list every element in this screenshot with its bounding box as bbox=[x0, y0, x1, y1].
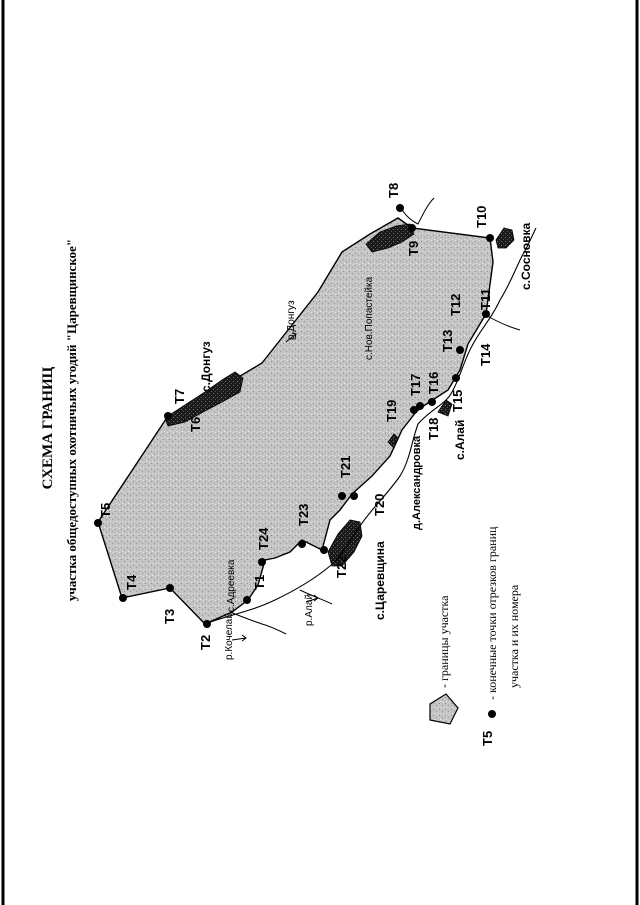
boundary-points bbox=[94, 204, 494, 628]
arrow-icon bbox=[305, 594, 319, 603]
river-labels: р.Донгуз р.Кочелай р.Алай bbox=[224, 300, 315, 660]
point-label-t22: T22 bbox=[334, 556, 349, 578]
settlement-label-dongus: с.Донгуз bbox=[199, 341, 213, 392]
point-labels: T1 T2 T3 T4 T5 T6 T7 T8 T9 T10 T11 T12 T… bbox=[98, 183, 493, 650]
settlement-alay-area bbox=[437, 399, 453, 417]
river-label-dongus: р.Донгуз bbox=[286, 300, 297, 340]
river-line bbox=[204, 227, 537, 625]
legend-polygon-icon bbox=[429, 693, 459, 725]
point-label-t7: T7 bbox=[172, 389, 187, 404]
river-line-5 bbox=[483, 313, 521, 331]
point-marker bbox=[486, 234, 494, 242]
legend: - границы участка T5 - конечные точки от… bbox=[429, 526, 521, 746]
point-marker bbox=[456, 346, 464, 354]
point-marker bbox=[258, 558, 266, 566]
settlement-nov-popasteyka-area bbox=[365, 223, 415, 253]
point-label-t13: T13 bbox=[440, 330, 455, 352]
point-marker bbox=[320, 546, 328, 554]
point-marker bbox=[410, 406, 418, 414]
point-label-t16: T16 bbox=[426, 372, 441, 394]
settlement-misc-area bbox=[387, 433, 399, 449]
point-marker bbox=[166, 584, 174, 592]
point-label-t18: T18 bbox=[426, 418, 441, 440]
arrow-icon bbox=[231, 634, 247, 642]
river-label-kochelay: р.Кочелай bbox=[224, 613, 235, 660]
point-label-t21: T21 bbox=[338, 456, 353, 478]
settlement-label-aleksandrovka: д.Александровка bbox=[411, 435, 423, 530]
legend-boundary-text: - границы участка bbox=[437, 595, 451, 688]
settlement-labels: с.Донгуз с.Нов.Попастейка с.Сосновка с.А… bbox=[199, 223, 533, 620]
point-label-t11: T11 bbox=[478, 288, 493, 310]
settlement-label-nov-popasteyka: с.Нов.Попастейка bbox=[364, 276, 375, 360]
point-marker bbox=[452, 374, 460, 382]
point-label-t1: T1 bbox=[252, 575, 267, 590]
point-label-t17: T17 bbox=[408, 374, 423, 396]
point-marker bbox=[428, 398, 436, 406]
point-marker bbox=[350, 492, 358, 500]
territory-polygon bbox=[97, 217, 494, 625]
point-marker bbox=[482, 310, 490, 318]
legend-points-text-2: участка и их номера bbox=[507, 584, 521, 688]
point-marker bbox=[408, 224, 416, 232]
settlement-label-adreevka: с.Адреевка bbox=[226, 559, 237, 612]
arrow-icon bbox=[285, 332, 297, 343]
river-line-2 bbox=[399, 197, 435, 225]
point-label-t6: T6 bbox=[188, 417, 203, 432]
map-subtitle: участка общедоступных охотничьих угодий … bbox=[64, 239, 79, 601]
point-label-t2: T2 bbox=[198, 635, 213, 650]
point-marker bbox=[119, 594, 127, 602]
legend-points-text-1: - конечные точки отрезков границ bbox=[485, 526, 499, 700]
point-label-t20: T20 bbox=[372, 494, 387, 516]
point-label-t10: T10 bbox=[474, 206, 489, 228]
settlement-tsarevshchina-area bbox=[327, 519, 363, 567]
point-marker bbox=[164, 412, 172, 420]
map-title: СХЕМА ГРАНИЦ bbox=[40, 366, 56, 489]
point-label-t5: T5 bbox=[98, 503, 113, 518]
point-marker bbox=[338, 492, 346, 500]
point-label-t4: T4 bbox=[124, 574, 139, 590]
point-label-t15: T15 bbox=[450, 390, 465, 412]
point-label-t3: T3 bbox=[162, 609, 177, 624]
river-label-alay: р.Алай bbox=[304, 594, 315, 626]
point-label-t24: T24 bbox=[256, 527, 271, 550]
point-label-t19: T19 bbox=[384, 400, 399, 422]
point-label-t14: T14 bbox=[478, 343, 493, 366]
settlement-label-alay: с.Алай bbox=[453, 420, 467, 460]
point-marker bbox=[298, 540, 306, 548]
point-label-t9: T9 bbox=[406, 241, 421, 256]
settlement-sosnovka-area bbox=[495, 227, 515, 249]
point-marker bbox=[396, 204, 404, 212]
point-marker bbox=[94, 519, 102, 527]
river-line-3 bbox=[229, 611, 287, 635]
point-label-t23: T23 bbox=[296, 504, 311, 526]
settlement-dongus-area bbox=[164, 371, 244, 427]
legend-sample-point: T5 bbox=[480, 731, 495, 746]
legend-point-icon bbox=[488, 710, 496, 718]
point-label-t12: T12 bbox=[448, 294, 463, 316]
settlement-label-tsarevshchina: с.Царевщина bbox=[373, 541, 387, 620]
settlement-label-sosnovka: с.Сосновка bbox=[519, 223, 533, 290]
point-marker bbox=[243, 596, 251, 604]
point-label-t8: T8 bbox=[386, 183, 401, 198]
point-marker bbox=[203, 620, 211, 628]
point-marker bbox=[416, 402, 424, 410]
